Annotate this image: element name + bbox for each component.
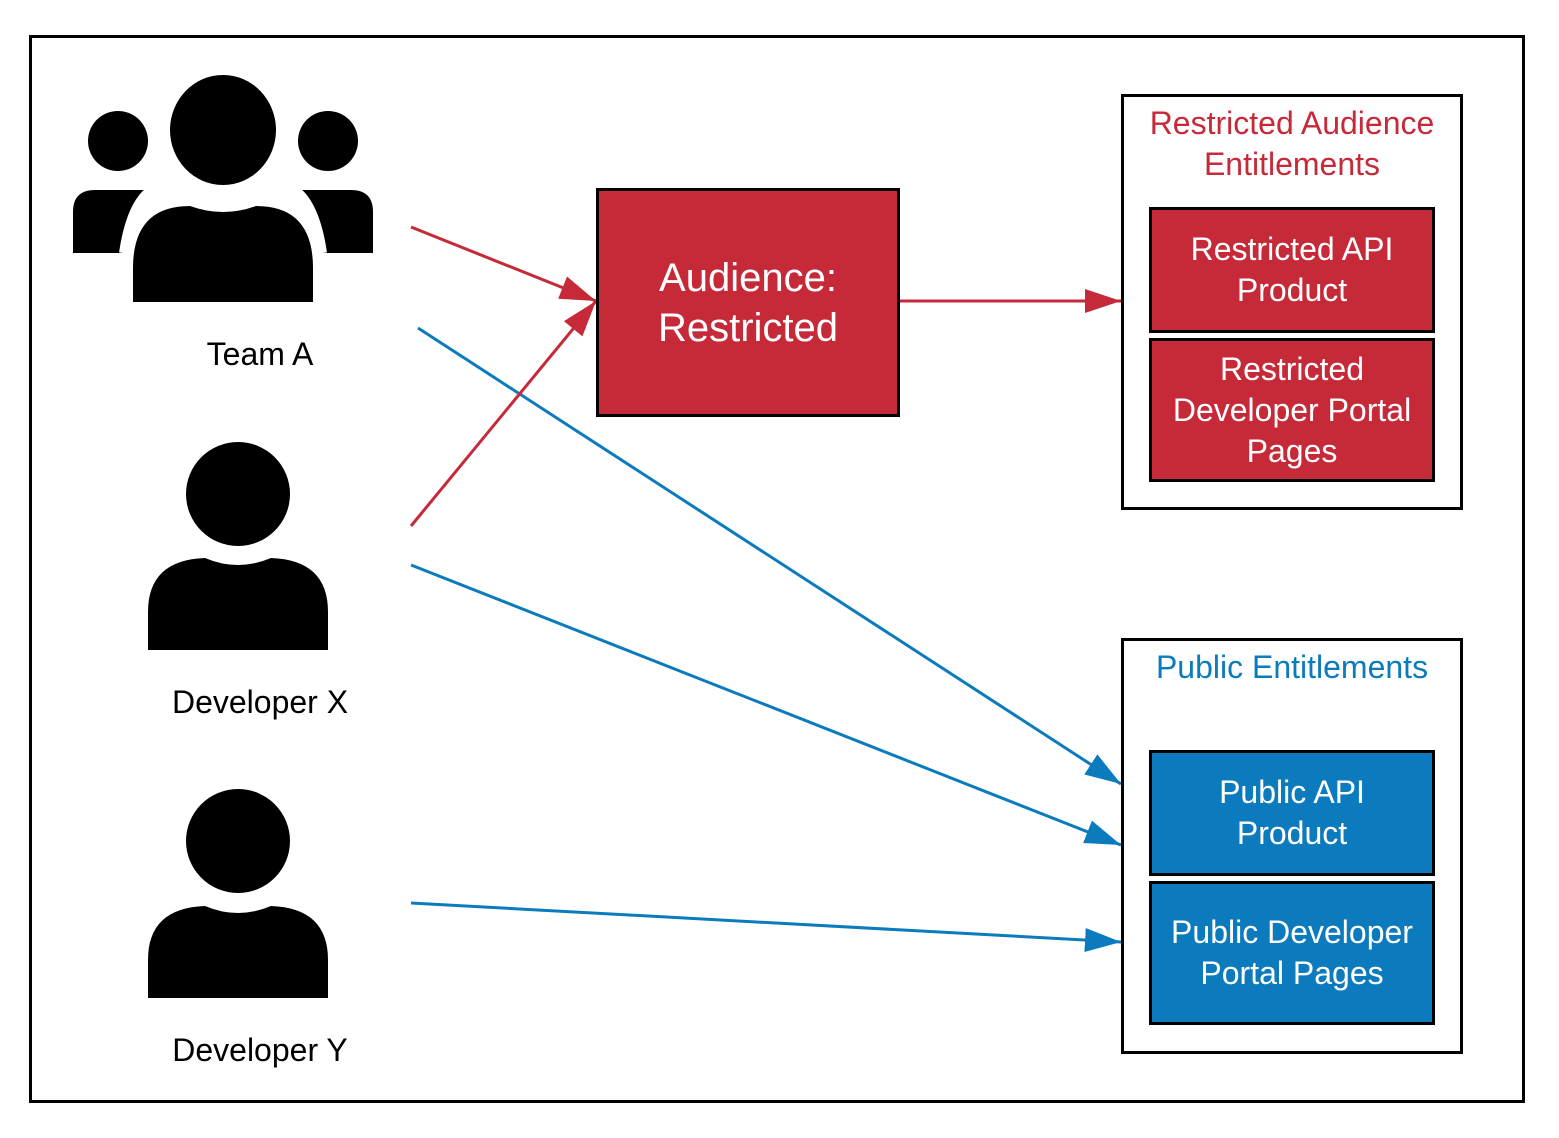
restricted-api-product-box: Restricted API Product <box>1149 207 1435 333</box>
public-portal-pages-box: Public Developer Portal Pages <box>1149 881 1435 1025</box>
arrow-developer-x-to-audience <box>409 300 598 527</box>
diagram-frame <box>29 35 1525 1103</box>
arrow-developer-x-to-public-api <box>410 563 1122 847</box>
public-entitlements-title: Public Entitlements <box>1155 649 1429 685</box>
restricted-portal-pages-box: Restricted Developer Portal Pages <box>1149 338 1435 482</box>
arrow-team-a-to-public-api <box>417 326 1122 786</box>
restricted-entitlements-title: Restricted Audience Entitlements <box>1149 105 1435 182</box>
audience-restricted-box: Audience: Restricted <box>596 188 900 417</box>
arrow-team-a-to-audience <box>410 225 597 303</box>
audience-line-2: Restricted <box>657 305 839 350</box>
arrow-developer-y-to-public-pages <box>410 901 1122 953</box>
developer-x-label: Developer X <box>171 684 349 720</box>
team-a-label: Team A <box>206 336 314 372</box>
developer-y-label: Developer Y <box>172 1032 348 1068</box>
public-api-product-box: Public API Product <box>1149 750 1435 876</box>
audience-line-1: Audience: <box>659 255 837 300</box>
